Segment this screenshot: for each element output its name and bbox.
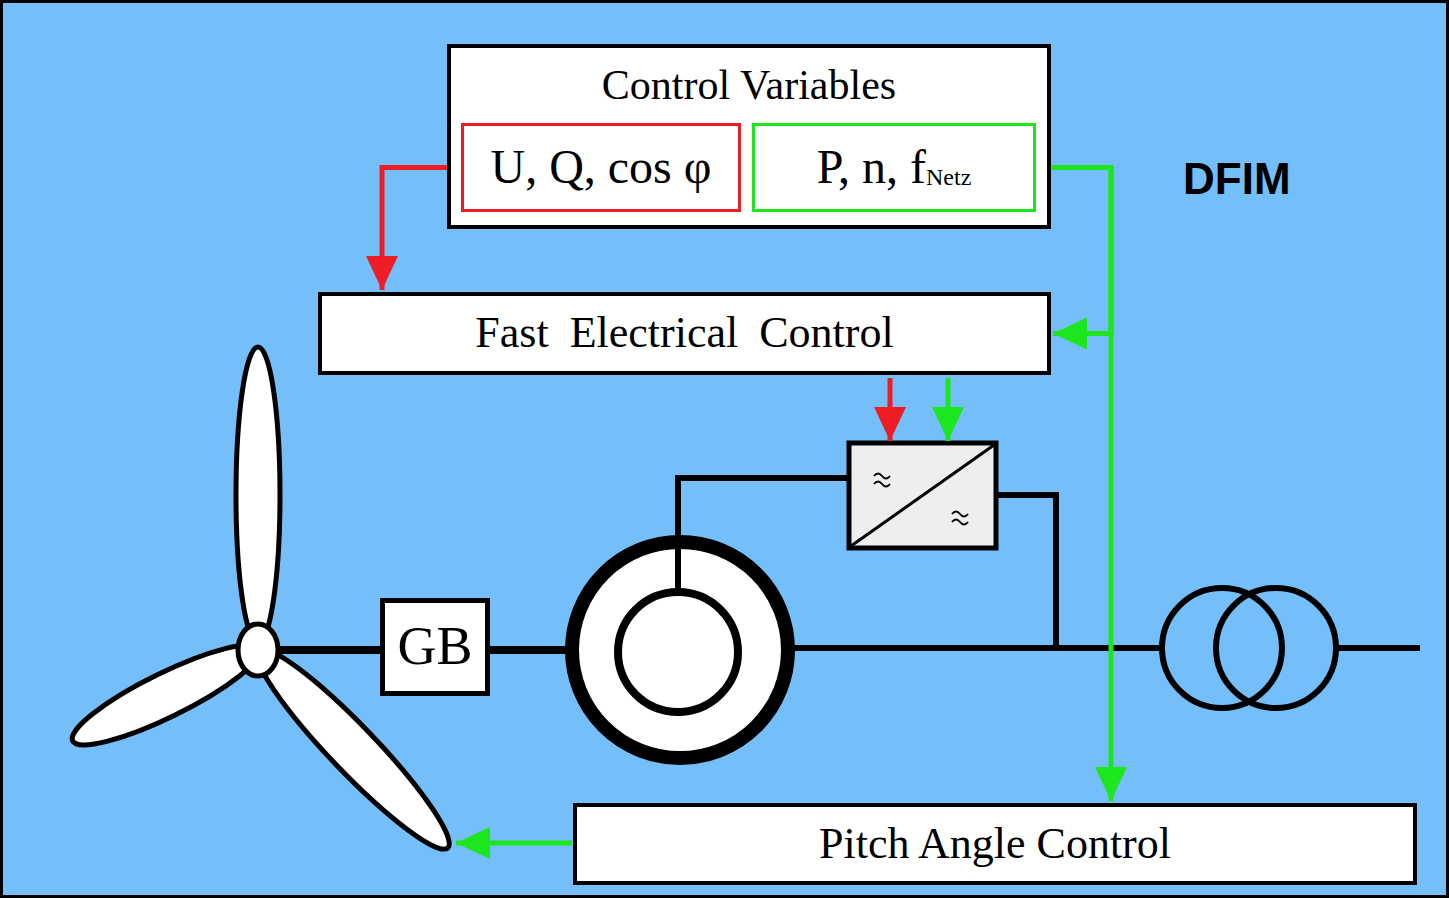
signal-arrow [1036,168,1111,802]
group-box: Control Variables U, Q, cos φ P, n, fNetz [447,44,1051,229]
stator-wire [788,645,1162,651]
text-line: Control Variables [602,62,896,108]
control-box: Pitch Angle Control [573,803,1417,885]
text-line: U, Q, cos φ [490,141,711,194]
rotor-hub [238,624,278,676]
control-arrow [946,378,951,441]
converter-diagonal [851,445,994,546]
text-line: P, n, fNetz [817,141,972,194]
generator-rotor [618,592,738,712]
node-text: Pitch Angle Control [819,819,1171,868]
transformer-winding [1216,588,1336,708]
diagram-label: DFIM [1183,154,1291,204]
node-text: P, n, f [817,140,926,193]
control-box: Fast Electrical Control [318,292,1051,375]
variable-box: P, n, fNetz [752,123,1036,212]
control-arrow [456,841,572,846]
transformer-winding [1162,588,1282,708]
subscript-text: Netz [926,164,971,190]
control-arrow [888,378,893,441]
variable-box: U, Q, cos φ [461,123,741,212]
text-line: Pitch Angle Control [819,820,1171,868]
ac-symbol [874,474,890,487]
node-text: Fast Electrical Control [475,308,893,357]
grid-line [1336,645,1420,651]
text-line: GB [397,617,472,676]
rotor-blade [236,347,280,643]
node-text: Control Variables [602,62,896,108]
node-text: U, Q, cos φ [490,140,711,193]
ac-symbol [952,512,968,525]
node-text: GB [397,616,472,676]
converter-symbol [849,443,996,548]
gearbox: GB [380,598,490,696]
text-line: Fast Electrical Control [475,309,893,357]
rotor-wire [678,478,850,594]
grid-wire [996,495,1056,648]
